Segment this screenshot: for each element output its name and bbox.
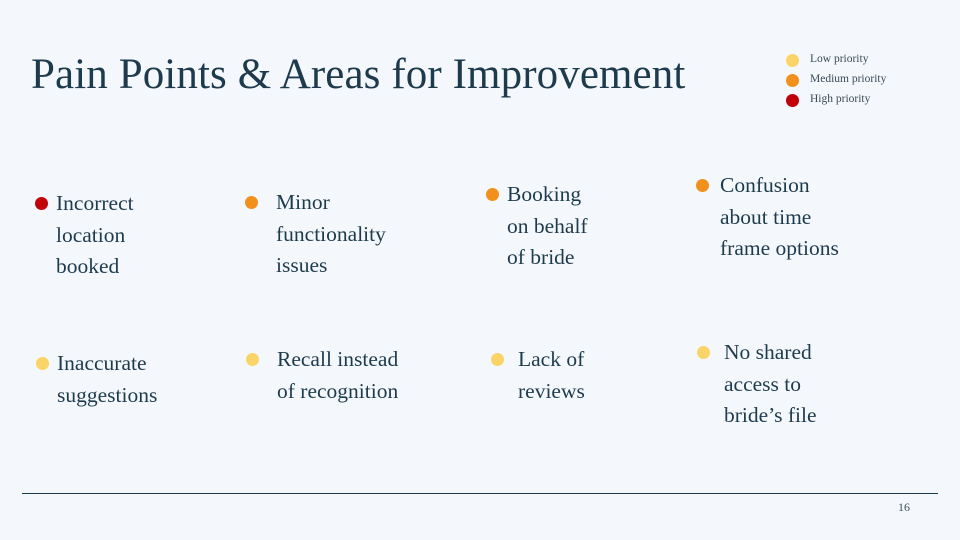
page-number: 16 [898,500,910,514]
priority-dot-icon [486,188,499,201]
pain-point-item: Recall instead of recognition [246,344,398,407]
page-title: Pain Points & Areas for Improvement [31,51,686,98]
high-priority-dot-icon [786,93,799,107]
pain-point-label: Inaccurate suggestions [57,351,158,407]
priority-legend: Low priority Medium priority High priori… [786,50,956,110]
pain-point-label: Recall instead of recognition [277,347,399,403]
legend-item-medium: Medium priority [786,70,956,90]
pain-point-label: No shared access to bride’s file [724,340,817,427]
pain-point-item: No shared access to bride’s file [697,337,817,432]
pain-point-item: Lack of reviews [491,344,585,407]
pain-point-label: Confusion about time frame options [720,173,839,260]
legend-label-low: Low priority [810,53,869,66]
pain-point-item: Booking on behalf of bride [486,179,588,274]
priority-dot-icon [245,196,258,209]
priority-dot-icon [246,353,259,366]
priority-dot-icon [696,179,709,192]
pain-point-label: Incorrect location booked [56,191,134,278]
pain-point-item: Incorrect location booked [35,188,134,283]
pain-point-label: Booking on behalf of bride [507,182,588,269]
pain-point-item: Minor functionality issues [245,187,386,282]
medium-priority-dot-icon [786,73,799,87]
legend-label-medium: Medium priority [810,73,887,86]
low-priority-dot-icon [786,53,799,67]
footer-divider [22,493,938,494]
pain-point-item: Inaccurate suggestions [36,348,157,411]
legend-label-high: High priority [810,93,871,106]
priority-dot-icon [35,197,48,210]
priority-dot-icon [697,346,710,359]
priority-dot-icon [491,353,504,366]
pain-point-label: Minor functionality issues [276,190,386,277]
legend-item-low: Low priority [786,50,956,70]
priority-dot-icon [36,357,49,370]
pain-point-item: Confusion about time frame options [696,170,839,265]
legend-item-high: High priority [786,90,956,110]
pain-point-label: Lack of reviews [518,347,585,403]
